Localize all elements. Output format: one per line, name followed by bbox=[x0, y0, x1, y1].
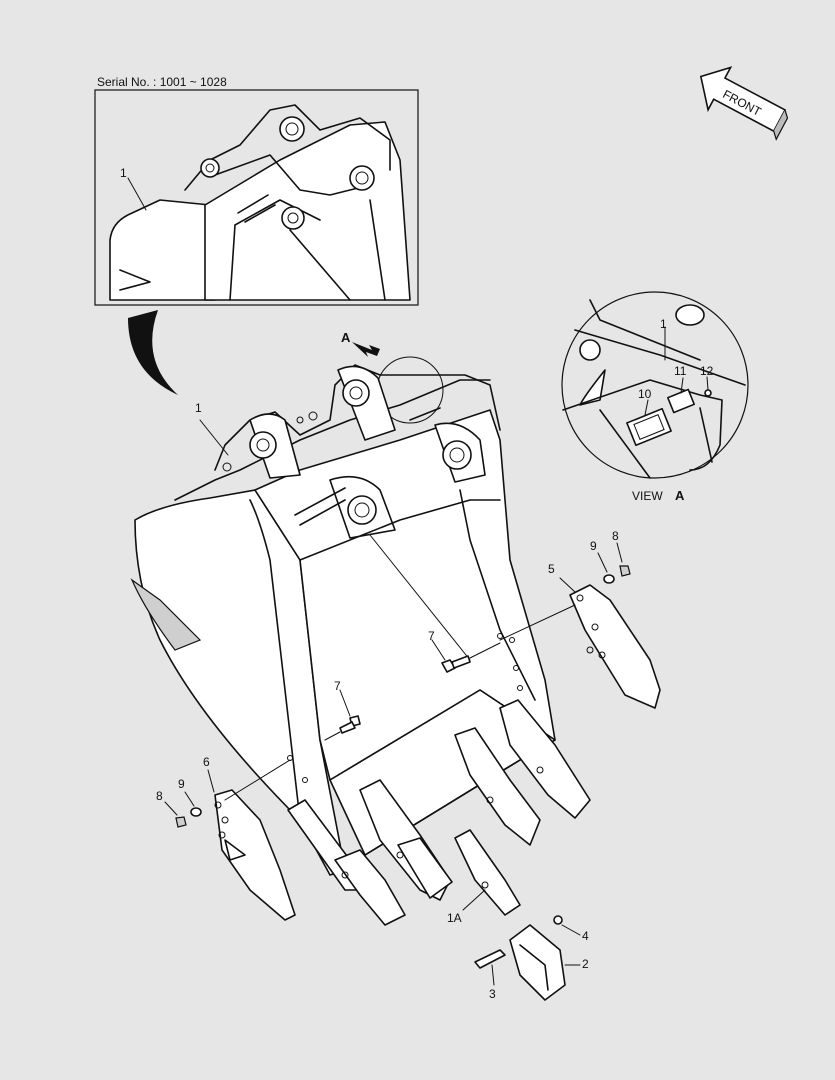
callout-4: 4 bbox=[582, 929, 589, 943]
tooth-2-shape bbox=[509, 924, 566, 1001]
callout-1-main: 1 bbox=[195, 401, 202, 415]
bolt-lower: 7 bbox=[324, 679, 361, 741]
rivet-shape bbox=[704, 389, 712, 397]
callout-8-right: 8 bbox=[612, 529, 619, 543]
callout-1a: 1A bbox=[447, 911, 462, 925]
callout-12: 12 bbox=[700, 364, 714, 378]
tooth-assembly: 4 2 3 1A bbox=[447, 889, 589, 1001]
view-callout-1: 1 bbox=[660, 317, 667, 331]
callout-2: 2 bbox=[582, 957, 589, 971]
serial-number-label: Serial No. : 1001 ~ 1028 bbox=[97, 75, 227, 89]
callout-7-upper: 7 bbox=[428, 629, 435, 643]
callout-6: 6 bbox=[203, 755, 210, 769]
side-cutter-right: 5 9 8 bbox=[499, 529, 661, 709]
tooth-adapter-1a bbox=[454, 829, 521, 916]
washer-right-shape bbox=[603, 574, 615, 584]
bucket-body: 1 bbox=[130, 364, 556, 876]
view-caption-letter: A bbox=[675, 488, 685, 503]
callout-7-lower: 7 bbox=[334, 679, 341, 693]
view-caption-prefix: VIEW bbox=[632, 489, 663, 503]
plate-bracket-shape bbox=[667, 388, 695, 414]
inset-callout-1: 1 bbox=[120, 166, 127, 180]
nut-right-shape bbox=[619, 565, 631, 577]
callout-11: 11 bbox=[674, 364, 687, 378]
callout-9-right: 9 bbox=[590, 539, 597, 553]
transition-arrow bbox=[128, 310, 178, 395]
bolt-upper: 7 bbox=[428, 629, 501, 673]
nut-left-shape bbox=[175, 816, 187, 828]
callout-3: 3 bbox=[489, 987, 496, 1001]
bucket-teeth bbox=[287, 699, 591, 926]
callout-5: 5 bbox=[548, 562, 555, 576]
callout-9-left: 9 bbox=[178, 777, 185, 791]
callout-10: 10 bbox=[638, 387, 652, 401]
lock-4-shape bbox=[553, 915, 563, 925]
view-a-detail: 1 10 11 12 VIEW A bbox=[561, 291, 749, 503]
inset-box: Serial No. : 1001 ~ 1028 1 bbox=[94, 75, 419, 306]
pin-3-shape bbox=[474, 949, 506, 969]
name-plate-shape bbox=[626, 407, 672, 447]
side-cutter-left: 6 9 8 bbox=[156, 755, 296, 921]
inset-bucket-side bbox=[109, 199, 216, 301]
view-a-letter: A bbox=[341, 330, 351, 345]
front-direction-arrow: FRONT bbox=[699, 66, 789, 141]
washer-left-shape bbox=[190, 807, 202, 817]
callout-8-left: 8 bbox=[156, 789, 163, 803]
